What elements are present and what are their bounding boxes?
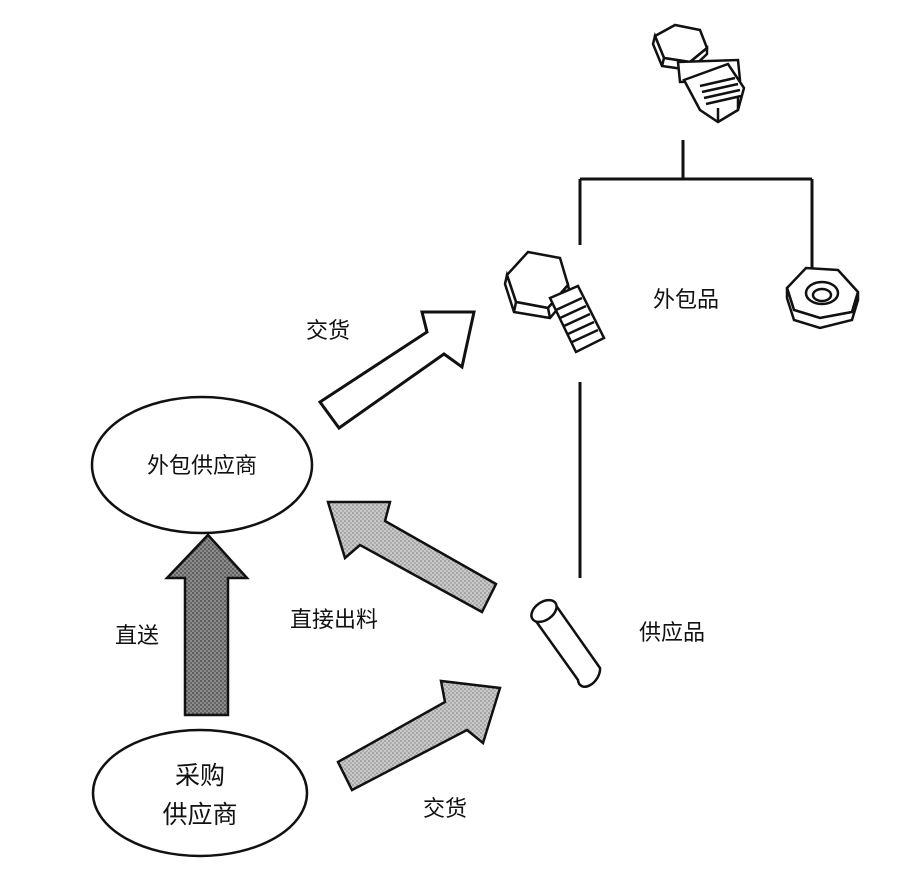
delivery-label-top: 交货 [306,319,350,344]
outsourced-item-label: 外包品 [653,288,719,313]
purchase-supplier-label-line2: 供应商 [162,800,237,829]
direct-ship-label: 直送 [115,624,159,649]
delivery-arrow-bottom [336,679,502,792]
supplied-item-label: 供应品 [639,621,705,646]
pin-icon [530,598,602,688]
delivery-label-bottom: 交货 [423,797,467,822]
purchase-supplier-label-line1: 采购 [175,761,225,790]
outsource-supplier-ellipse [90,395,314,535]
direct-ship-arrow [164,533,250,717]
nut-icon [785,266,860,330]
bolt-icon [503,250,606,354]
purchase-supplier-node: 采购 供应商 [91,728,309,858]
outsource-supplier-label: 外包供应商 [147,454,257,479]
assembly-tree [578,140,814,578]
assembly-icon [651,23,746,124]
purchase-supplier-ellipse [91,728,309,858]
direct-issue-arrow [326,500,498,614]
delivery-arrow-top [317,310,476,431]
outsource-supplier-node: 外包供应商 [90,395,314,535]
direct-issue-label: 直接出料 [290,608,378,633]
